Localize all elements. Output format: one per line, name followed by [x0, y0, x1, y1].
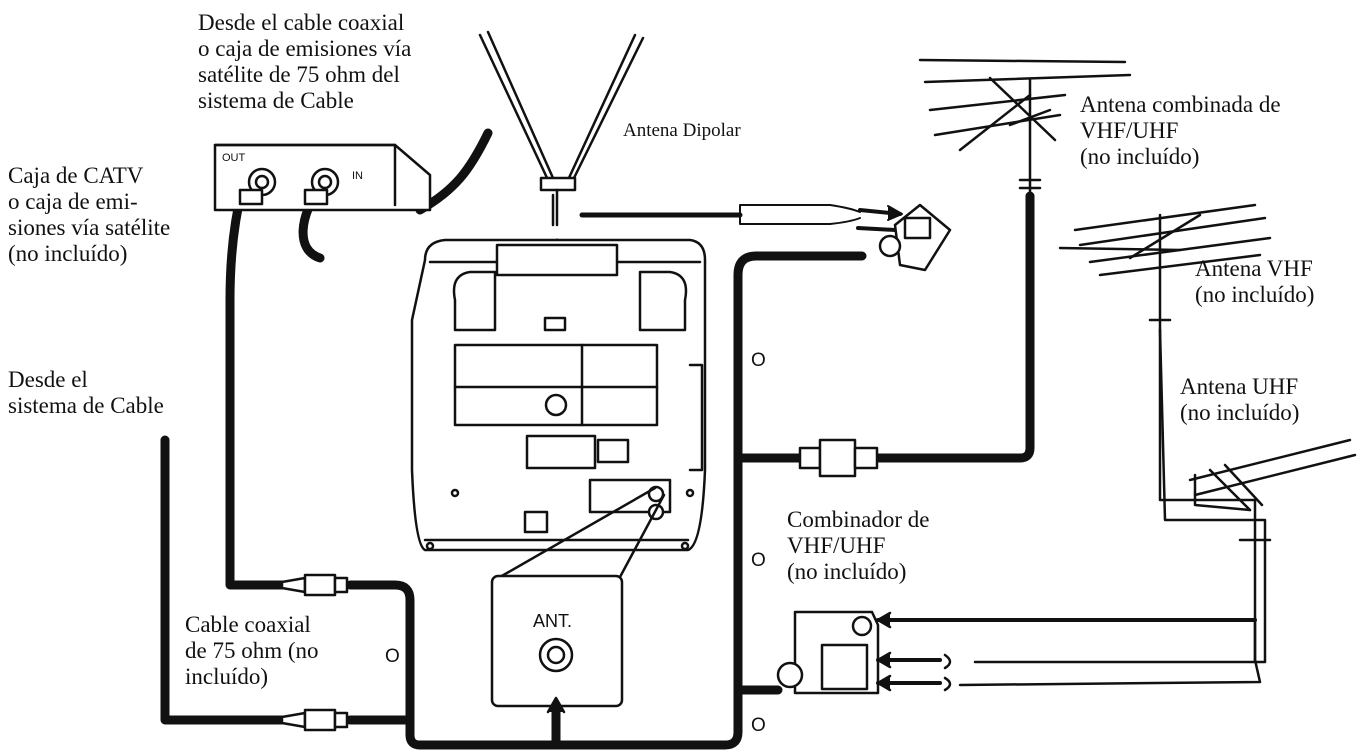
or-mark-2: O [751, 550, 766, 571]
combiner-leads [876, 328, 1267, 692]
label-from-coax: Desde el cable coaxial o caja de emision… [198, 10, 412, 113]
catv-box [213, 143, 432, 212]
ant-callout [490, 486, 666, 714]
vhf-antenna-icon [1058, 203, 1272, 332]
cable-out [225, 185, 287, 590]
uhf-antenna-icon [1188, 438, 1357, 662]
label-dipole: Antena Dipolar [623, 120, 741, 141]
tv-back [410, 238, 707, 552]
f-connector [798, 438, 879, 478]
or-mark-4: O [385, 646, 400, 667]
coax-connectors [280, 573, 349, 732]
label-vhf-antenna: Antena VHF (no incluído) [1195, 256, 1315, 307]
matching-transformer [878, 203, 952, 272]
or-mark-1: O [751, 350, 766, 371]
or-mark-3: O [751, 715, 766, 736]
combo-antenna-icon [918, 58, 1132, 198]
label-ant-jack: ANT. [533, 611, 573, 631]
label-coax-cable: Cable coaxial de 75 ohm (no incluído) [185, 612, 319, 689]
label-combiner: Combinador de VHF/UHF (no incluído) [787, 507, 930, 584]
cable-combo-mast [873, 191, 1035, 463]
label-from-cable: Desde el sistema de Cable [8, 367, 164, 418]
cable-from-system-bottom [160, 435, 287, 725]
label-box-out: OUT [222, 152, 246, 164]
cable-main [345, 251, 867, 750]
vhf-uhf-combiner [776, 610, 880, 695]
label-box-in: IN [352, 170, 363, 182]
dipole-antenna-icon [478, 30, 645, 308]
label-uhf-antenna: Antena UHF (no incluído) [1180, 374, 1300, 425]
label-catv-box: Caja de CATV o caja de emi- siones vía s… [8, 163, 171, 266]
label-combo-antenna: Antena combinada de VHF/UHF (no incluído… [1080, 92, 1281, 169]
twin-lead [579, 204, 903, 232]
